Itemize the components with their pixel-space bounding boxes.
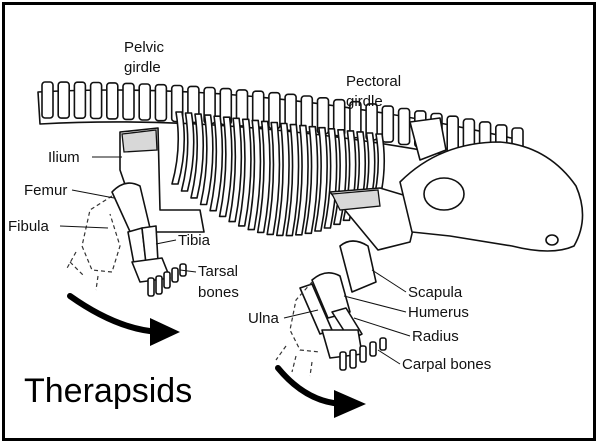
vertebra xyxy=(447,116,458,152)
femur-label: Femur xyxy=(24,182,67,199)
tarsal-bones-label-1: Tarsal xyxy=(198,263,238,280)
vertebra xyxy=(155,85,166,121)
hind-limb xyxy=(66,183,186,296)
pelvic-girdle-label-1: Pelvic xyxy=(124,39,165,56)
pelvic-girdle-label-2: girdle xyxy=(124,59,161,76)
skull xyxy=(400,142,583,251)
vertebra xyxy=(382,106,393,142)
humerus-label: Humerus xyxy=(408,304,469,321)
fore-limb xyxy=(276,241,386,376)
caption-therapsids: Therapsids xyxy=(24,372,192,410)
ilium-label: Ilium xyxy=(48,149,80,166)
pectoral-girdle-label-1: Pectoral xyxy=(346,73,401,90)
vertebra xyxy=(139,84,150,120)
vertebra xyxy=(399,109,410,145)
vertebra xyxy=(42,82,53,118)
carpal-bones-label: Carpal bones xyxy=(402,356,491,373)
pectoral-girdle-label-2: girdle xyxy=(346,93,383,110)
vertebra xyxy=(123,83,134,119)
vertebra xyxy=(91,83,102,119)
tarsal-bones-label-2: bones xyxy=(198,284,239,301)
fibula-label: Fibula xyxy=(8,218,50,235)
vertebra xyxy=(58,82,69,118)
ulna-label: Ulna xyxy=(248,310,280,327)
tibia-label: Tibia xyxy=(178,232,211,249)
hind-limb-motion-arrow xyxy=(70,296,180,346)
radius-label: Radius xyxy=(412,328,459,345)
scapula-label: Scapula xyxy=(408,284,463,301)
fore-limb-motion-arrow xyxy=(278,368,366,418)
vertebra xyxy=(107,83,118,119)
vertebra xyxy=(74,82,85,118)
